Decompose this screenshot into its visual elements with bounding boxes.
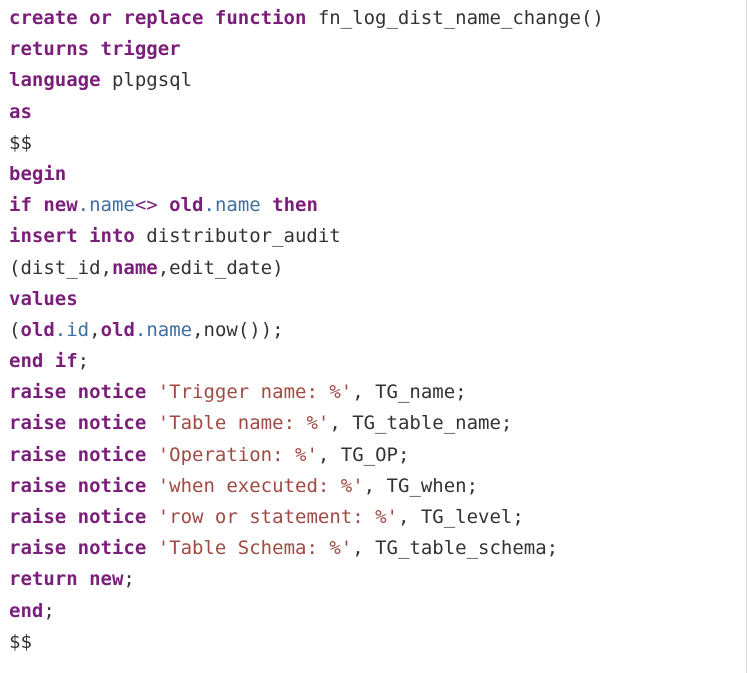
code-token-plain: (dist_id,	[9, 256, 112, 279]
code-token-keyword: then	[260, 194, 318, 217]
code-token-plain	[146, 537, 157, 559]
code-line: values	[9, 284, 604, 315]
code-line: (old.id,old.name,now());	[9, 315, 604, 346]
code-line: raise notice 'Trigger name: %', TG_name;	[9, 377, 604, 408]
code-line: create or replace function fn_log_dist_n…	[9, 3, 604, 34]
code-token-plain: ;	[123, 568, 135, 591]
code-token-keyword: values	[9, 287, 78, 310]
code-token-string: 'Table name: %'	[157, 412, 330, 435]
code-line: returns trigger	[9, 34, 604, 65]
code-token-plain: ,now());	[192, 318, 284, 341]
code-line: as	[9, 97, 604, 128]
code-token-string: 'Trigger name: %'	[157, 381, 353, 404]
code-line: $$	[9, 128, 604, 159]
code-line: raise notice 'row or statement: %', TG_l…	[9, 502, 604, 533]
code-line: (dist_id,name,edit_date)	[9, 253, 604, 284]
code-token-plain: plpgsql	[100, 69, 193, 92]
code-token-field: .name	[77, 194, 135, 217]
code-line: raise notice 'Operation: %', TG_OP;	[9, 440, 604, 471]
code-token-keyword: name	[111, 256, 158, 279]
code-token-keyword: raise notice	[9, 506, 147, 528]
code-line: begin	[9, 159, 604, 190]
code-token-keyword: returns trigger	[9, 38, 181, 61]
code-token-string: 'Table Schema: %'	[157, 537, 353, 560]
code-token-keyword: language	[9, 69, 101, 92]
sql-code-block: create or replace function fn_log_dist_n…	[9, 3, 604, 658]
code-token-keyword: raise notice	[9, 474, 147, 497]
code-line: return new;	[9, 564, 604, 595]
code-token-plain	[146, 381, 157, 403]
code-token-plain	[146, 444, 157, 466]
code-line: if new.name<> old.name then	[9, 190, 604, 221]
code-line: language plpgsql	[9, 65, 604, 96]
code-line: end;	[9, 596, 604, 627]
code-token-keyword: raise notice	[9, 412, 147, 435]
code-token-plain: , TG_when;	[363, 474, 479, 497]
code-token-keyword: end	[9, 599, 44, 622]
code-token-plain: , TG_table_name;	[329, 412, 513, 435]
code-token-keyword: create or replace function	[9, 7, 307, 29]
code-token-plain: $$	[9, 131, 32, 154]
code-token-string: 'row or statement: %'	[157, 506, 398, 528]
code-token-plain: , TG_OP;	[317, 443, 410, 466]
code-token-plain: ,	[89, 318, 101, 341]
code-token-plain: fn_log_dist_name_change()	[306, 7, 604, 29]
code-token-keyword: old	[20, 318, 55, 341]
code-token-plain	[146, 506, 157, 528]
code-line: raise notice 'Table Schema: %', TG_table…	[9, 533, 604, 564]
code-token-keyword: raise notice	[9, 381, 147, 404]
code-token-field: .name	[134, 318, 193, 341]
code-token-plain: , TG_level;	[397, 506, 524, 528]
code-line: $$	[9, 627, 604, 658]
code-token-plain: ;	[77, 350, 90, 373]
code-token-keyword: if new	[9, 194, 78, 217]
code-line: raise notice 'when executed: %', TG_when…	[9, 471, 604, 502]
code-token-plain: , TG_name;	[352, 381, 467, 404]
code-token-plain: distributor_audit	[134, 225, 341, 248]
code-line: insert into distributor_audit	[9, 221, 604, 252]
code-token-string: 'Operation: %'	[157, 443, 318, 466]
code-token-keyword: old	[100, 318, 135, 341]
code-token-plain: , TG_table_schema;	[352, 537, 559, 560]
code-line: end if;	[9, 346, 604, 377]
code-token-plain: $$	[9, 630, 32, 653]
code-token-plain	[146, 475, 157, 497]
code-token-keyword: as	[9, 100, 32, 123]
code-token-keyword: old	[157, 194, 204, 217]
code-token-field: .id	[54, 318, 90, 341]
code-token-keyword: return new	[9, 568, 124, 591]
code-token-plain	[146, 412, 157, 434]
code-token-keyword: raise notice	[9, 443, 147, 466]
code-token-keyword: insert into	[9, 225, 135, 248]
code-token-keyword: begin	[9, 162, 67, 185]
code-token-plain: ,edit_date)	[157, 256, 284, 279]
code-token-field: .name	[203, 194, 261, 217]
code-token-plain: ;	[43, 599, 55, 622]
code-token-keyword: end if	[9, 350, 78, 373]
code-token-plain: (	[9, 318, 21, 341]
code-line: raise notice 'Table name: %', TG_table_n…	[9, 408, 604, 439]
code-token-keyword: raise notice	[9, 537, 147, 560]
code-token-operator: <>	[134, 194, 158, 217]
code-token-string: 'when executed: %'	[157, 474, 364, 497]
